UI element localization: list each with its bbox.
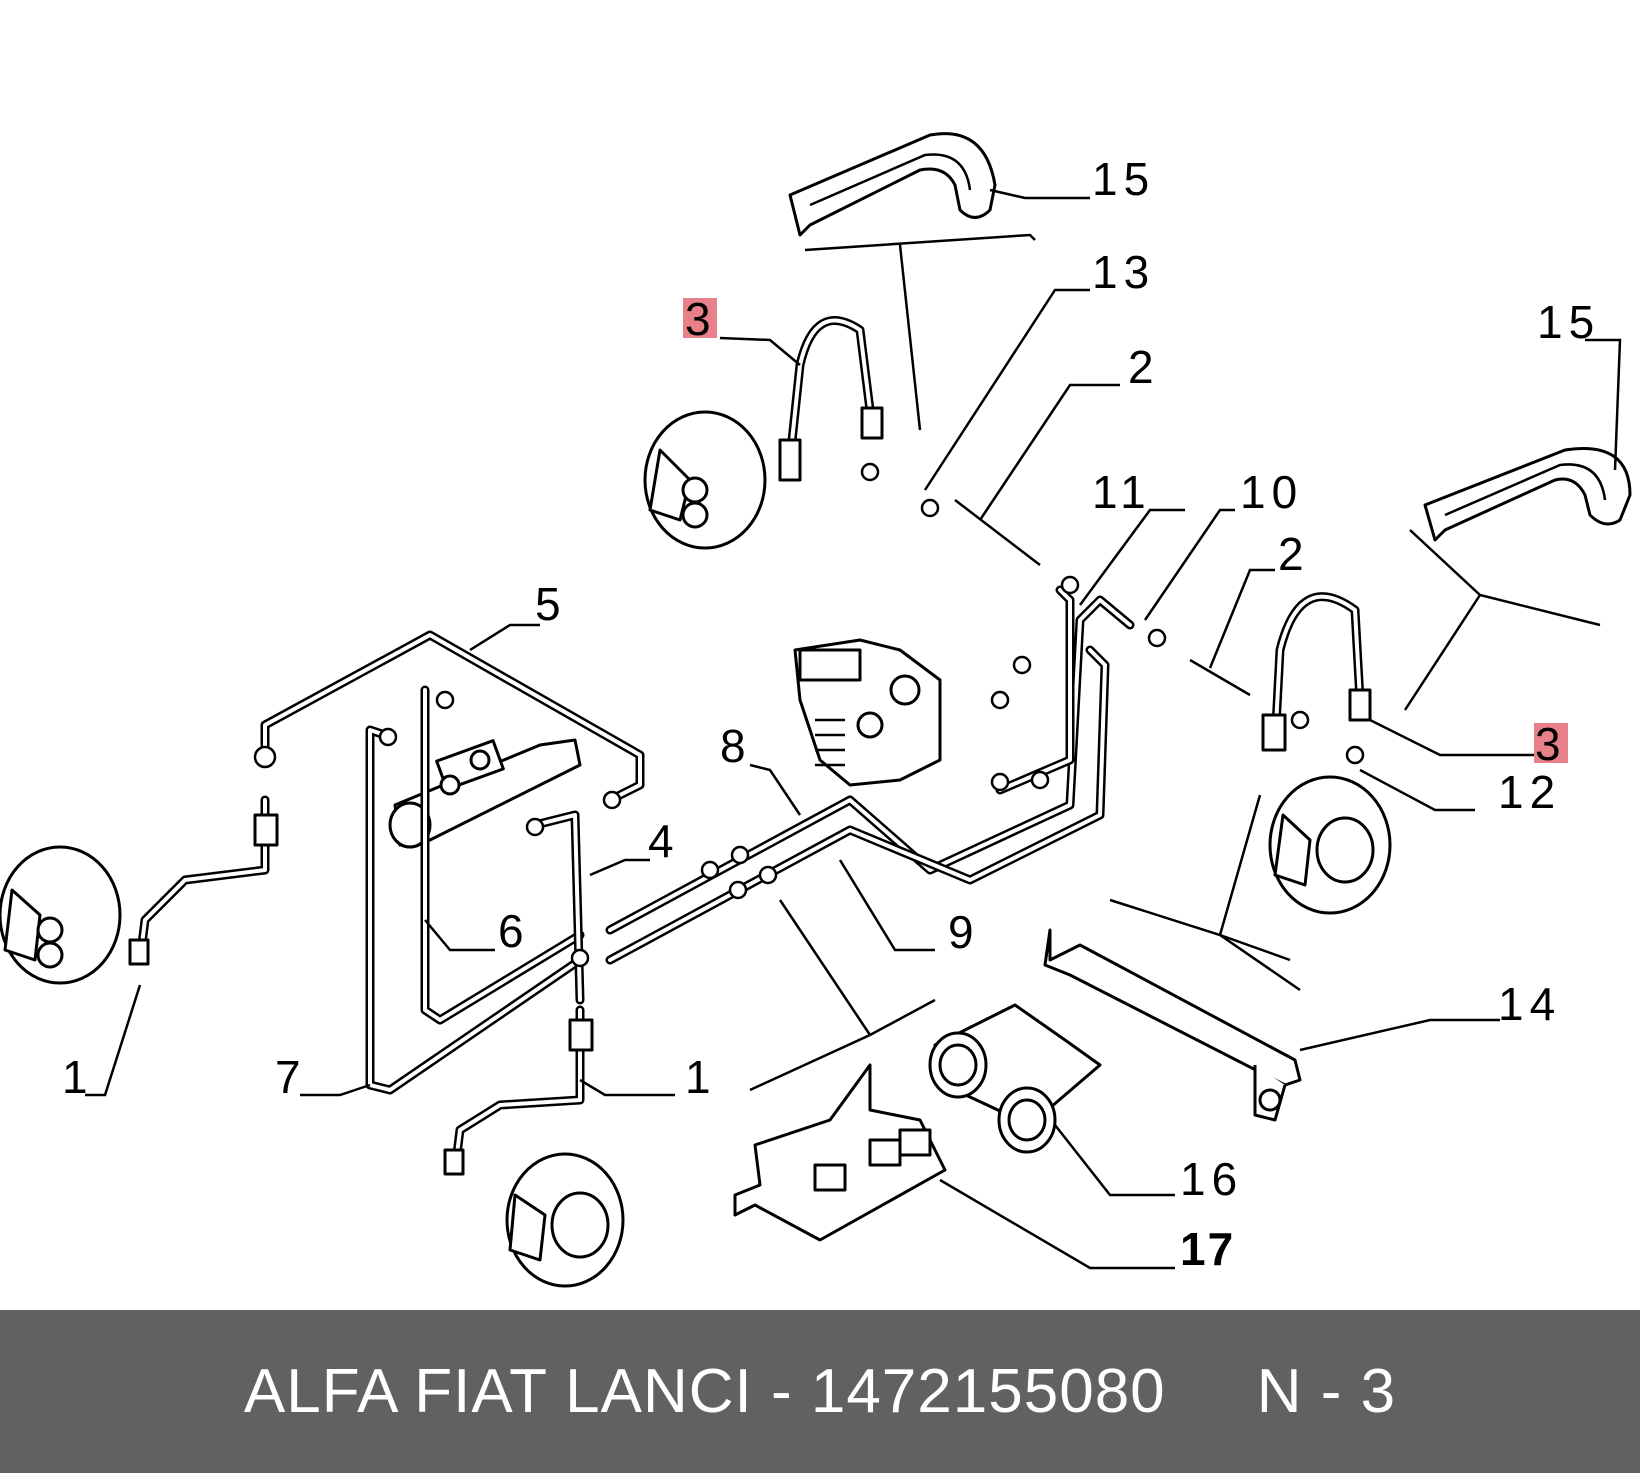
callout-8: 8 [720, 720, 752, 772]
rubber-cover-top [788, 132, 997, 237]
callout-12: 12 [1498, 766, 1561, 818]
callout-4: 4 [648, 815, 680, 867]
callout-16: 16 [1180, 1153, 1243, 1205]
grouping-lines [749, 233, 1601, 1092]
rubber-cover-right [1423, 447, 1632, 542]
leader-lines [85, 188, 1622, 1270]
callout-14: 14 [1498, 978, 1561, 1030]
brake-disc-bottom [505, 1152, 625, 1288]
brake-pipes [135, 316, 1365, 1175]
callout-1-bottom: 1 [685, 1051, 717, 1103]
brake-disc-right [1268, 775, 1392, 915]
connector-16 [928, 1003, 1102, 1154]
callout-17: 17 [1180, 1223, 1235, 1275]
callout-3-top: 3 [685, 293, 717, 345]
callout-13: 13 [1092, 246, 1155, 298]
brake-disc-left [0, 845, 122, 985]
callout-15-right: 15 [1537, 296, 1600, 348]
brake-pressure-regulator [793, 638, 942, 787]
pipe-bracket-14 [1043, 928, 1302, 1122]
callout-7: 7 [275, 1051, 307, 1103]
callout-3-right: 3 [1535, 718, 1567, 770]
callout-6: 6 [498, 905, 530, 957]
callout-1-left: 1 [62, 1051, 94, 1103]
footer-part-number-text: ALFA FIAT LANCI - 1472155080 N - 3 [243, 1357, 1397, 1426]
callout-11: 11 [1092, 466, 1152, 518]
footer-bar: ALFA FIAT LANCI - 1472155080 N - 3 [0, 1310, 1640, 1473]
callout-2-right: 2 [1278, 528, 1310, 580]
callout-15-top: 15 [1092, 153, 1155, 205]
callout-2-top: 2 [1128, 341, 1160, 393]
brake-disc-top-left [643, 410, 767, 550]
master-cylinder [388, 738, 582, 849]
pipe-fittings [128, 406, 1372, 1176]
callout-5: 5 [535, 578, 567, 630]
highlight-box-3-top [683, 298, 717, 338]
highlight-box-3-right [1534, 723, 1568, 763]
callout-9: 9 [948, 906, 980, 958]
clip-17 [733, 1063, 947, 1242]
callout-10: 10 [1240, 466, 1303, 518]
brake-lines-exploded-diagram: 15 13 3 2 11 10 15 2 5 8 3 12 4 6 9 14 1… [0, 132, 1632, 1288]
